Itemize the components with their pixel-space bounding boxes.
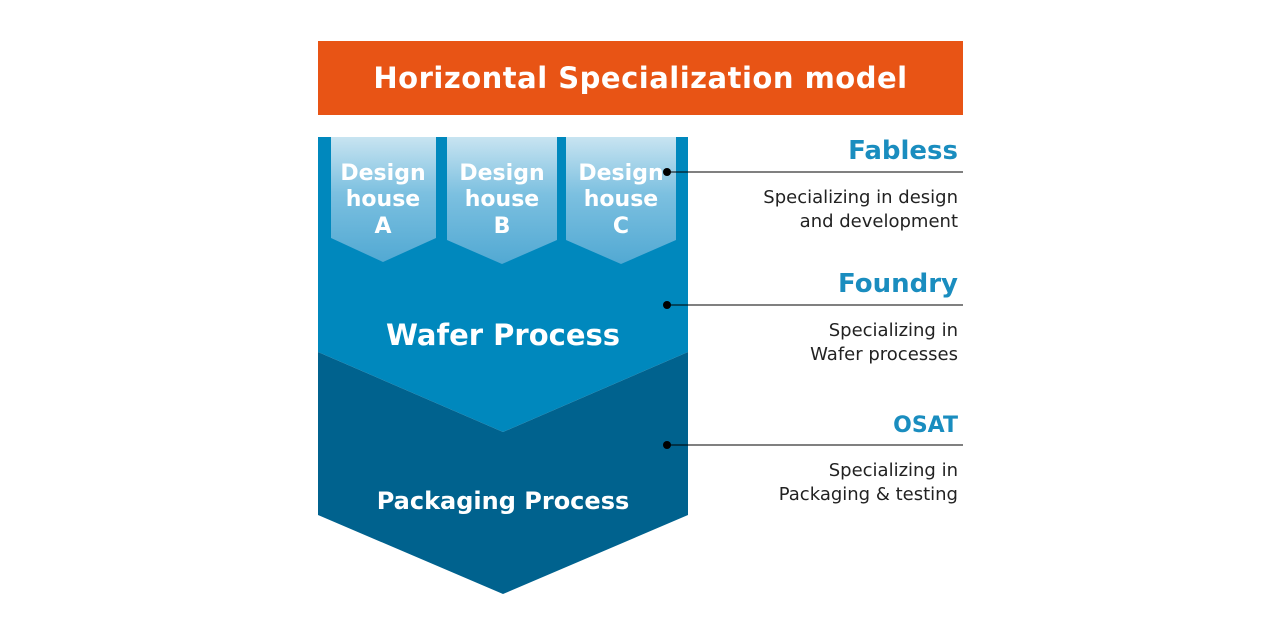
foundry-description: Specializing in Wafer processes: [810, 319, 958, 367]
design-house-c-line2: house: [584, 187, 658, 212]
osat-connector-dot: [663, 441, 671, 449]
design-house-a-block: [331, 137, 436, 262]
design-house-a-line3: A: [374, 214, 391, 239]
design-house-c-line3: C: [613, 214, 629, 239]
design-house-b-line1: Design: [459, 161, 544, 186]
design-house-b-line2: house: [465, 187, 539, 212]
fabless-label: Fabless: [848, 136, 958, 166]
design-house-c-block: [566, 137, 676, 264]
foundry-label: Foundry: [838, 269, 958, 299]
foundry-connector-dot: [663, 301, 671, 309]
fabless-desc-line2: and development: [799, 211, 958, 232]
fabless-desc-line1: Specializing in design: [763, 187, 958, 208]
osat-desc-line2: Packaging & testing: [778, 484, 958, 505]
fabless-connector-dot: [663, 168, 671, 176]
fabless-description: Specializing in design and development: [763, 186, 958, 234]
osat-desc-line1: Specializing in: [828, 460, 958, 481]
osat-label: OSAT: [893, 413, 958, 438]
design-house-b-line3: B: [494, 214, 511, 239]
design-house-a-line1: Design: [340, 161, 425, 186]
packaging-process-block: [318, 352, 688, 594]
design-house-a-line2: house: [346, 187, 420, 212]
foundry-desc-line1: Specializing in: [828, 320, 958, 341]
osat-description: Specializing in Packaging & testing: [779, 459, 958, 507]
foundry-desc-line2: Wafer processes: [810, 344, 958, 365]
diagram-title: Horizontal Specialization model: [318, 41, 963, 115]
wafer-process-label: Wafer Process: [386, 318, 620, 352]
design-house-c-line1: Design: [578, 161, 663, 186]
packaging-process-label: Packaging Process: [377, 487, 630, 515]
design-house-b-block: [447, 137, 557, 264]
